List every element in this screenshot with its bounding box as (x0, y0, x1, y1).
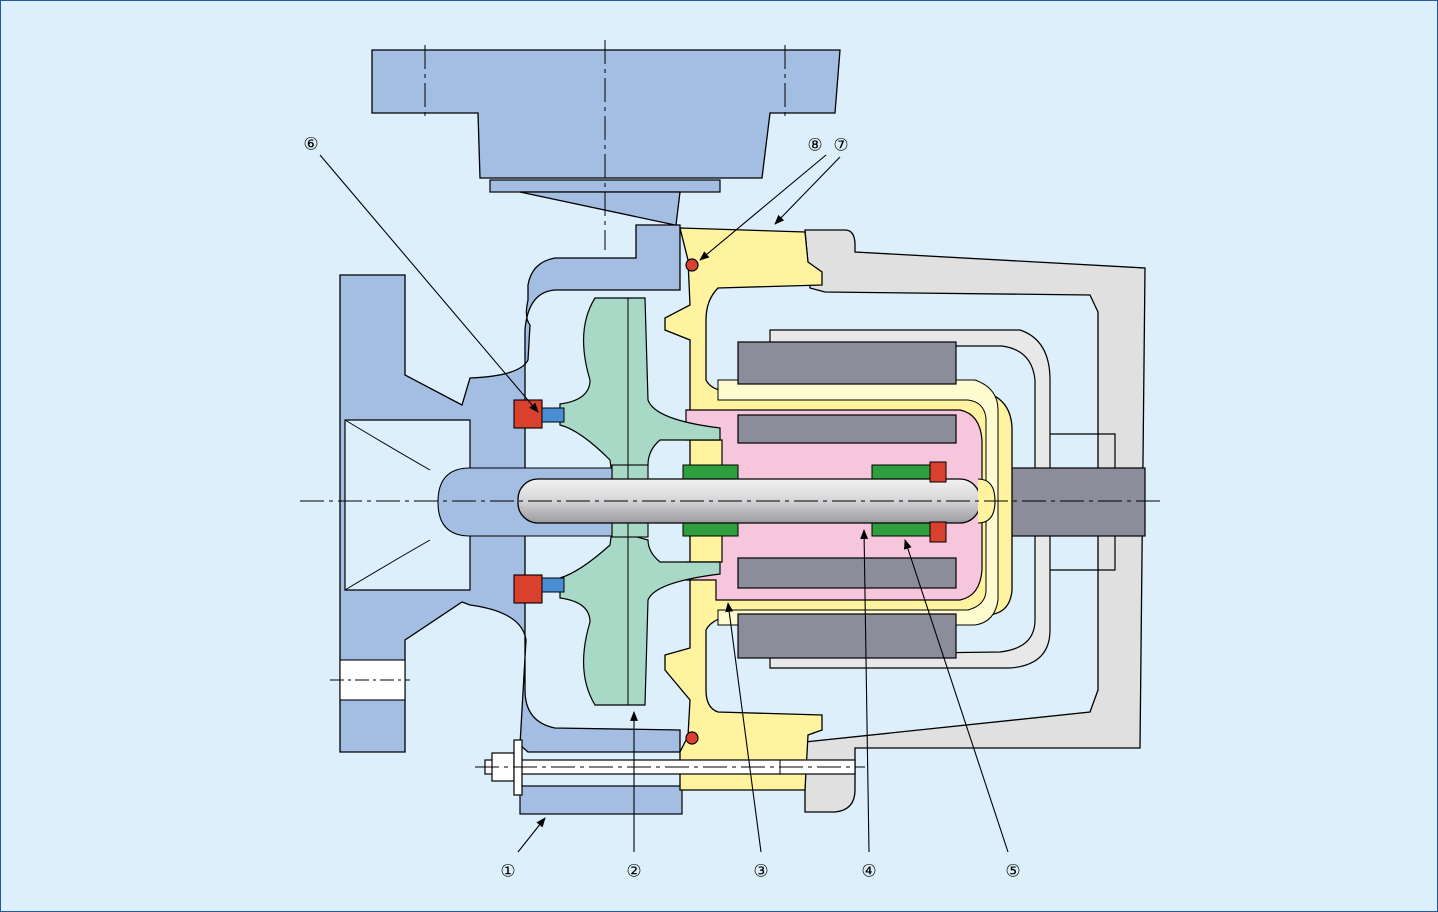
svg-text:⑥: ⑥ (303, 134, 318, 153)
inner-magnet-top (737, 414, 957, 444)
callout-6: ⑥ (303, 134, 318, 153)
callout-3: ③ (753, 861, 768, 880)
outer-magnet-bottom (737, 613, 957, 659)
o-rings (685, 258, 699, 745)
svg-text:②: ② (626, 861, 641, 880)
motor-shaft (1009, 467, 1146, 537)
svg-text:⑧: ⑧ (807, 135, 822, 154)
callout-1: ① (500, 861, 515, 880)
callout-7: ⑦ (833, 135, 848, 154)
svg-text:⑤: ⑤ (1005, 861, 1020, 880)
callout-2: ② (626, 861, 641, 880)
callout-8: ⑧ (807, 135, 822, 154)
callout-5: ⑤ (1005, 861, 1020, 880)
callout-4: ④ (861, 861, 876, 880)
motor-bracket (769, 229, 1146, 813)
thrust-rings (513, 399, 947, 604)
svg-text:④: ④ (861, 861, 876, 880)
magnets (737, 341, 957, 659)
svg-text:①: ① (500, 861, 515, 880)
center-lines (300, 40, 1165, 768)
outer-magnet-top (737, 341, 957, 385)
callout-labels: ① ② ③ ④ ⑤ ⑥ ⑦ ⑧ (303, 134, 1020, 880)
inner-magnet-bottom (737, 557, 957, 589)
leader-lines (319, 154, 1009, 853)
svg-text:③: ③ (753, 861, 768, 880)
liner-rings (541, 407, 565, 593)
svg-text:⑦: ⑦ (833, 135, 848, 154)
bearings (682, 464, 931, 537)
